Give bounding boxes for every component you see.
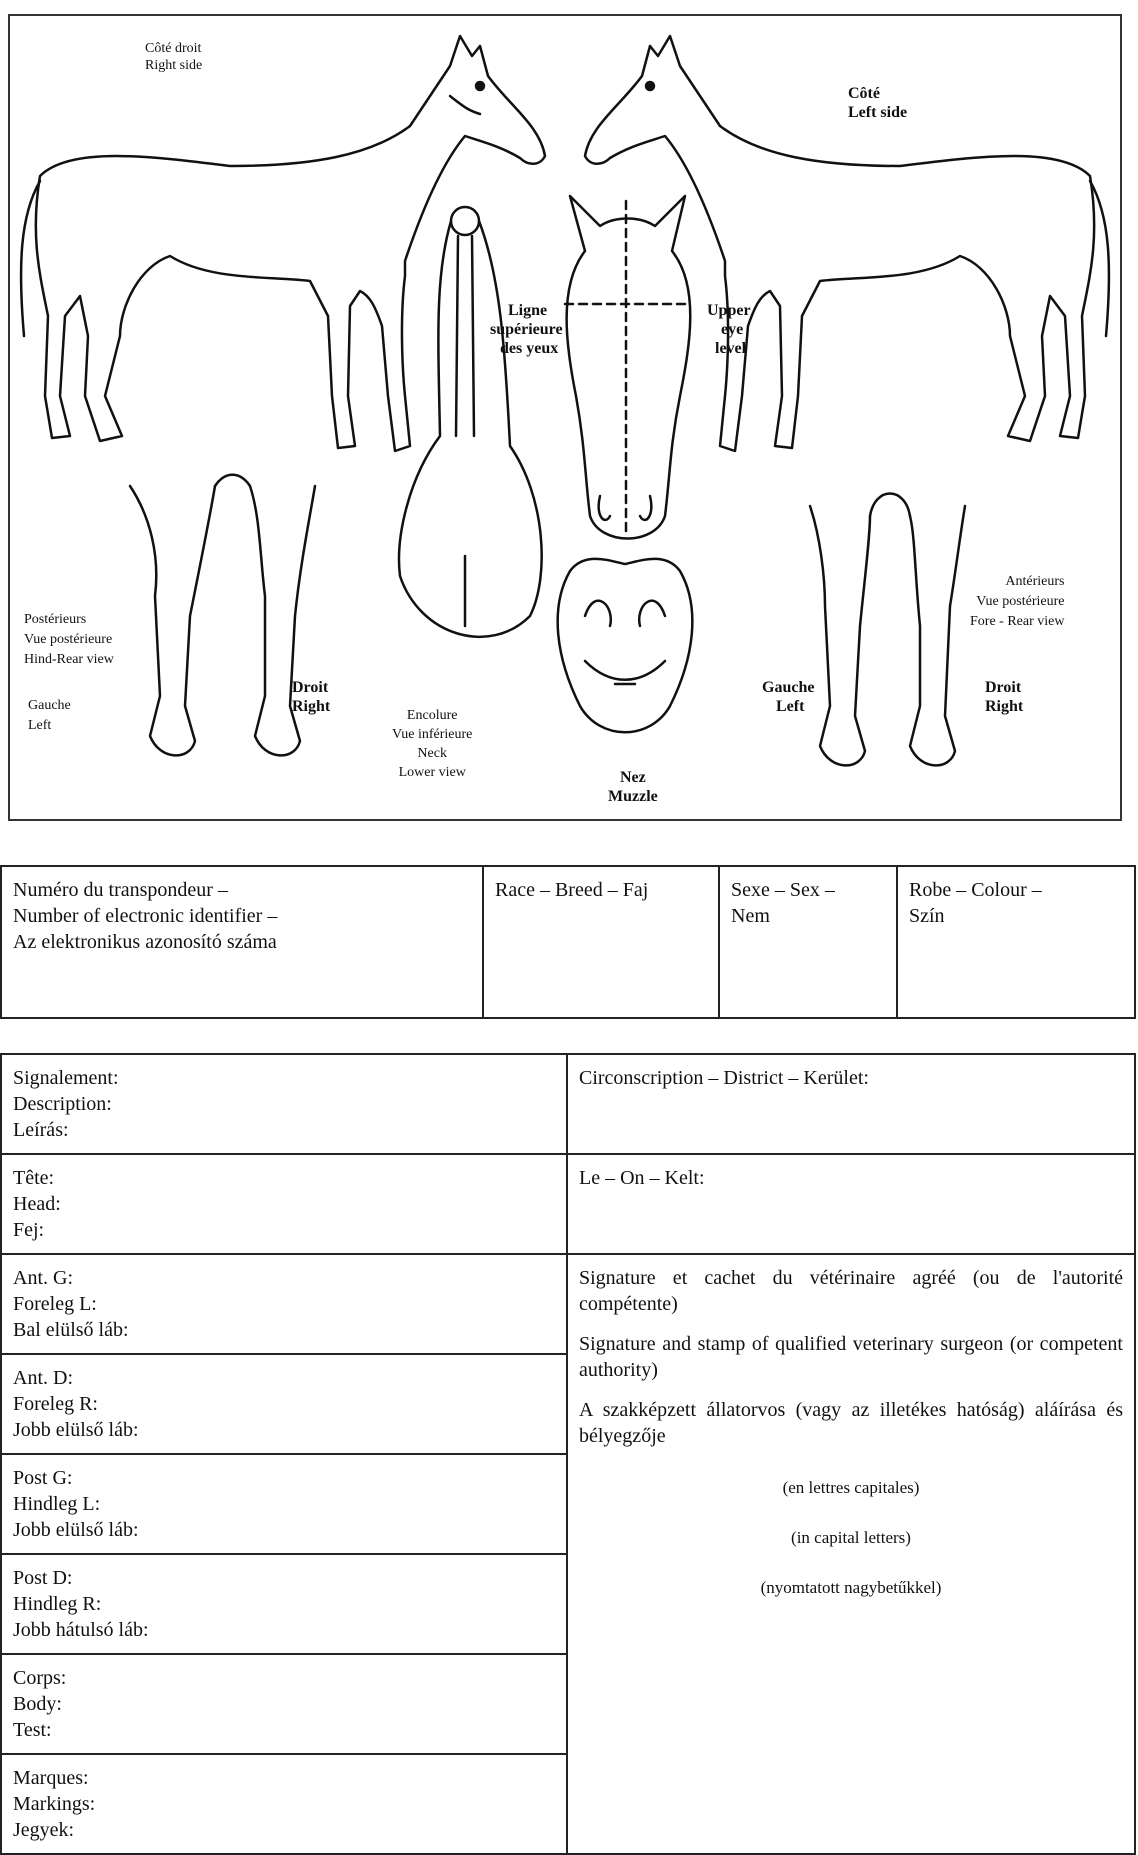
breed-cell[interactable]: Race – Breed – Faj	[482, 865, 720, 1019]
signature-stamp-cell[interactable]: Signature et cachet du vétérinaire agréé…	[566, 1253, 1136, 1855]
foreleg-right-cell[interactable]: Ant. D: Foreleg R: Jobb elülső láb:	[0, 1353, 568, 1455]
hindleg-left-cell[interactable]: Post G: Hindleg L: Jobb elülső láb:	[0, 1453, 568, 1555]
signature-text-en: Signature and stamp of qualified veterin…	[579, 1333, 1123, 1381]
neck-lower-view-outline	[397, 205, 543, 639]
fore-legs-rear-view-outline	[808, 492, 967, 767]
horse-outline-drawings	[19, 34, 1111, 767]
colour-cell[interactable]: Robe – Colour – Szín	[896, 865, 1136, 1019]
capital-letters-note: (en lettres capitales) (in capital lette…	[760, 1478, 942, 1597]
signature-text-fr: Signature et cachet du vétérinaire agréé…	[579, 1267, 1123, 1315]
horse-left-side-outline	[583, 34, 1111, 453]
horse-right-side-outline	[19, 34, 547, 453]
date-cell[interactable]: Le – On – Kelt:	[566, 1153, 1136, 1255]
identification-table: Numéro du transpondeur – Number of elect…	[0, 865, 1136, 1019]
description-cell[interactable]: Signalement: Description: Leírás:	[0, 1053, 568, 1155]
sex-cell[interactable]: Sexe – Sex – Nem	[718, 865, 898, 1019]
transponder-number-cell[interactable]: Numéro du transpondeur – Number of elect…	[0, 865, 484, 1019]
muzzle-outline	[556, 557, 694, 734]
hindleg-right-cell[interactable]: Post D: Hindleg R: Jobb hátulsó láb:	[0, 1553, 568, 1655]
district-cell[interactable]: Circonscription – District – Kerület:	[566, 1053, 1136, 1155]
body-cell[interactable]: Corps: Body: Test:	[0, 1653, 568, 1755]
markings-cell[interactable]: Marques: Markings: Jegyek:	[0, 1753, 568, 1855]
signature-text-hu: A szakképzett állatorvos (vagy az illeté…	[579, 1399, 1123, 1447]
hind-legs-rear-view-outline	[128, 473, 317, 757]
head-cell[interactable]: Tête: Head: Fej:	[0, 1153, 568, 1255]
foreleg-left-cell[interactable]: Ant. G: Foreleg L: Bal elülső láb:	[0, 1253, 568, 1355]
description-table: Signalement: Description: Leírás: Circon…	[0, 1053, 1136, 1855]
head-front-view-outline	[563, 194, 692, 540]
